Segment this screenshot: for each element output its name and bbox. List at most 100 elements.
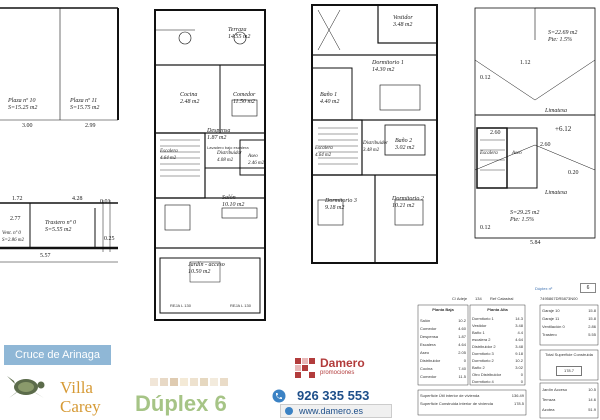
- table-title: Planta Baja: [432, 307, 454, 312]
- dimension: +6.12: [555, 125, 572, 133]
- dimension: 0.25: [104, 236, 115, 242]
- website-bar[interactable]: www.damero.es: [280, 404, 392, 418]
- swatch: [210, 378, 218, 386]
- dimension: 2.99: [85, 123, 96, 129]
- dimension: 1.72: [12, 196, 23, 202]
- dimension: 2.60: [540, 142, 551, 148]
- swatch: [190, 378, 198, 386]
- company-subtitle: promociones: [320, 370, 355, 376]
- swatch: [180, 378, 188, 386]
- globe-icon: [285, 407, 293, 415]
- note: Lavadero bajo escalera: [207, 145, 249, 150]
- cadastral-address: C/ Adeje: [452, 296, 468, 301]
- dimension: 2.77: [10, 216, 21, 222]
- swatch: [220, 378, 228, 386]
- swatch: [160, 378, 168, 386]
- dimension: 1.12: [520, 60, 531, 66]
- project-name-line1: Villa: [60, 378, 93, 397]
- duplex-number-field[interactable]: 6: [580, 283, 596, 293]
- dimension: 0.12: [480, 75, 491, 81]
- dimension: 3.00: [22, 123, 33, 129]
- roof-label: Limatesa: [545, 108, 568, 114]
- tag: REJA L 130: [170, 303, 191, 308]
- cadastral-label: Ref Catastral: [490, 296, 514, 301]
- total-surface: Total Superficie Construida 178.7: [542, 352, 596, 376]
- dimension: 0.20: [568, 170, 579, 176]
- dimension: 4.28: [72, 196, 83, 202]
- turtle-icon: [7, 376, 45, 398]
- roof-label: Aseo: [512, 151, 522, 156]
- table-title: Planta Alta: [487, 307, 508, 312]
- tagline-banner: Cruce de Arinaga: [4, 345, 111, 365]
- table-row: Superficie Construida interior de vivien…: [420, 401, 524, 406]
- dimension: 5.57: [40, 253, 51, 259]
- dimension: 5.84: [530, 240, 541, 246]
- dimension: 0.12: [480, 225, 491, 231]
- dimension: 2.60: [490, 130, 501, 136]
- swatch: [170, 378, 178, 386]
- swatch: [150, 378, 158, 386]
- roof-label: Limatesa: [545, 190, 568, 196]
- total-value: 178.7: [556, 366, 582, 376]
- total-label: Total Superficie Construida: [545, 352, 593, 357]
- phone-icon: [272, 389, 286, 403]
- swatch: [200, 378, 208, 386]
- cadastral-value: 7495867DR5873N00: [540, 296, 578, 301]
- damero-logo-icon: [295, 358, 315, 378]
- cadastral-number: 134: [475, 296, 482, 301]
- website-link[interactable]: www.damero.es: [299, 406, 364, 416]
- product-title: Dúplex 6: [135, 391, 227, 416]
- company-name: Damero: [320, 356, 365, 370]
- tag: REJA L 130: [230, 303, 251, 308]
